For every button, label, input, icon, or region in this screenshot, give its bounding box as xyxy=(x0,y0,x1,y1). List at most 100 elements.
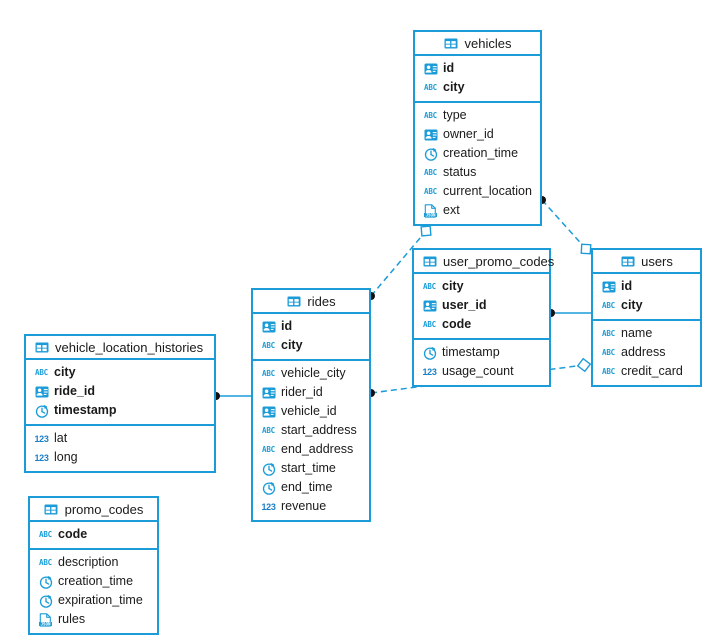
field-name: expiration_time xyxy=(58,593,143,608)
table-icon xyxy=(422,254,437,268)
pk-field-row[interactable]: ride_id xyxy=(26,382,214,401)
table-title-user_promo_codes[interactable]: user_promo_codes xyxy=(414,250,554,274)
123-number-icon: 123 xyxy=(261,501,276,512)
field-name: lat xyxy=(54,431,68,446)
json-document-icon: JSON xyxy=(38,612,53,627)
field-name: creation_time xyxy=(58,574,134,589)
table-title-vehicle_location_histories[interactable]: vehicle_location_histories xyxy=(26,336,214,360)
field-name: city xyxy=(281,338,303,353)
pk-field-row[interactable]: timestamp xyxy=(26,401,214,420)
table-title-rides[interactable]: rides xyxy=(253,290,369,314)
field-row[interactable]: vehicle_id xyxy=(253,402,369,421)
field-name: id xyxy=(281,319,293,334)
field-name: credit_card xyxy=(621,364,683,379)
clock-timestamp-icon xyxy=(261,462,276,476)
abc-string-icon: ABC xyxy=(262,426,275,435)
field-row[interactable]: rider_id xyxy=(253,383,369,402)
field-name: city xyxy=(443,80,465,95)
field-name: rider_id xyxy=(281,385,323,400)
table-title-promo_codes[interactable]: promo_codes xyxy=(30,498,157,522)
pk-field-row[interactable]: user_id xyxy=(414,296,549,315)
person-card-uuid-icon xyxy=(34,385,49,399)
field-row[interactable]: creation_time xyxy=(30,572,157,591)
field-row[interactable]: start_time xyxy=(253,459,369,478)
table-title-users[interactable]: users xyxy=(593,250,700,274)
pk-field-row[interactable]: id xyxy=(415,59,540,78)
clock-timestamp-icon xyxy=(423,147,438,161)
pk-field-row[interactable]: id xyxy=(253,317,369,336)
field-row[interactable]: 123 lat xyxy=(26,429,214,448)
field-row[interactable]: expiration_time xyxy=(30,591,157,610)
field-name: ride_id xyxy=(54,384,95,399)
field-row[interactable]: end_time xyxy=(253,478,369,497)
abc-string-icon: ABC xyxy=(424,187,437,196)
field-row[interactable]: creation_time xyxy=(415,144,540,163)
pk-field-row[interactable]: id xyxy=(593,277,700,296)
table-name: vehicle_location_histories xyxy=(55,339,204,355)
clock-timestamp-icon xyxy=(38,594,53,608)
person-card-uuid-icon xyxy=(261,386,276,400)
table-name: user_promo_codes xyxy=(443,253,555,269)
abc-string-icon: ABC xyxy=(424,111,437,120)
one-side-square-marker xyxy=(420,225,432,237)
abc-string-icon: ABC xyxy=(35,368,48,377)
relationship-user-promo-codes-to-users xyxy=(547,309,591,317)
svg-text:JSON: JSON xyxy=(41,621,51,626)
relationship-line xyxy=(541,199,587,250)
field-name: id xyxy=(443,61,455,76)
field-name: ext xyxy=(443,203,460,218)
table-title-vehicles[interactable]: vehicles xyxy=(415,32,540,56)
field-name: city xyxy=(621,298,643,313)
field-name: end_address xyxy=(281,442,354,457)
field-name: city xyxy=(442,279,464,294)
abc-string-icon: ABC xyxy=(262,369,275,378)
field-name: status xyxy=(443,165,477,180)
field-row[interactable]: timestamp xyxy=(414,343,549,362)
field-name: id xyxy=(621,279,633,294)
table-name: vehicles xyxy=(464,35,512,51)
field-name: type xyxy=(443,108,467,123)
123-number-icon: 123 xyxy=(34,433,49,444)
person-card-uuid-icon xyxy=(601,280,616,294)
person-card-uuid-icon xyxy=(423,128,438,142)
field-row[interactable]: owner_id xyxy=(415,125,540,144)
field-row[interactable]: ABC type xyxy=(415,106,540,125)
clock-timestamp-icon xyxy=(38,575,53,589)
abc-string-icon: ABC xyxy=(423,320,436,329)
abc-string-icon: ABC xyxy=(602,348,615,357)
field-name: user_id xyxy=(442,298,487,313)
